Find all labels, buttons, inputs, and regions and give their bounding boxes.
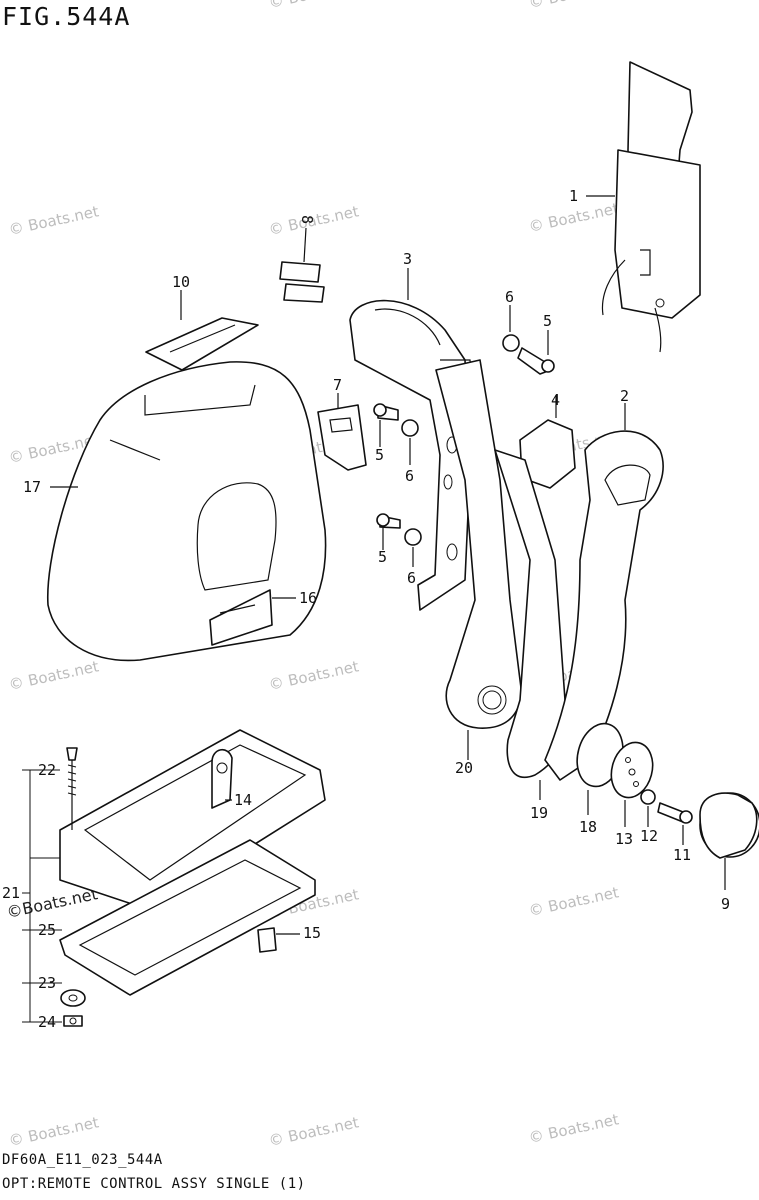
callout-19: 19: [530, 804, 548, 822]
watermark: © Boats.net: [267, 1113, 360, 1150]
callout-14: 14: [234, 791, 252, 809]
part-knob-group: [576, 722, 759, 890]
callout-12: 12: [640, 827, 658, 845]
watermark: © Boats.net: [267, 0, 360, 12]
callout-5c: 5: [378, 548, 387, 566]
part-clip: [317, 393, 367, 471]
callout-labels: 1 2 3 4 5 5 5 6 6 6 7 8 9 10 11 12 13 14…: [2, 187, 730, 1031]
callout-4: 4: [551, 391, 560, 409]
callout-2: 2: [620, 387, 629, 405]
part-base-assembly: [22, 729, 326, 1027]
callout-6b: 6: [405, 467, 414, 485]
part-control-lever: [601, 61, 701, 353]
watermark: © Boats.net: [527, 1110, 620, 1147]
callout-6a: 6: [505, 288, 514, 306]
callout-3: 3: [403, 250, 412, 268]
part-arms: [435, 359, 664, 800]
watermark: © Boats.net: [267, 657, 360, 694]
callout-21: 21: [2, 884, 20, 902]
watermark: © Boats.net: [7, 1113, 100, 1150]
watermark: © Boats.net: [527, 0, 620, 12]
footer-figure-code: DF60A_E11_023_544A: [2, 1152, 163, 1168]
callout-17: 17: [23, 478, 41, 496]
callout-22: 22: [38, 761, 56, 779]
callout-25: 25: [38, 921, 56, 939]
part-bracket-plate: [209, 589, 296, 646]
callout-24: 24: [38, 1013, 56, 1031]
part-decal: [279, 227, 325, 303]
callout-5b: 5: [375, 446, 384, 464]
callout-8: 8: [298, 215, 316, 224]
callout-23: 23: [38, 974, 56, 992]
footer-description: OPT:REMOTE CONTROL ASSY SINGLE (1): [2, 1176, 306, 1192]
watermark: © Boats.net: [7, 202, 100, 239]
callout-20: 20: [455, 759, 473, 777]
callout-15: 15: [303, 924, 321, 942]
callout-13: 13: [615, 830, 633, 848]
callout-16: 16: [299, 589, 317, 607]
part-screws-washers: [373, 305, 555, 567]
callout-6c: 6: [407, 569, 416, 587]
part-cover: [46, 361, 327, 662]
callout-9: 9: [721, 895, 730, 913]
callout-5a: 5: [543, 312, 552, 330]
callout-7: 7: [333, 376, 342, 394]
watermark: © Boats.net: [7, 657, 100, 694]
figure-title: FIG.544A: [2, 2, 131, 31]
callout-10: 10: [172, 273, 190, 291]
callout-1: 1: [569, 187, 578, 205]
callout-18: 18: [579, 818, 597, 836]
callout-11: 11: [673, 846, 691, 864]
watermark: © Boats.net: [527, 883, 620, 920]
part-indicator-plate: [145, 290, 259, 371]
